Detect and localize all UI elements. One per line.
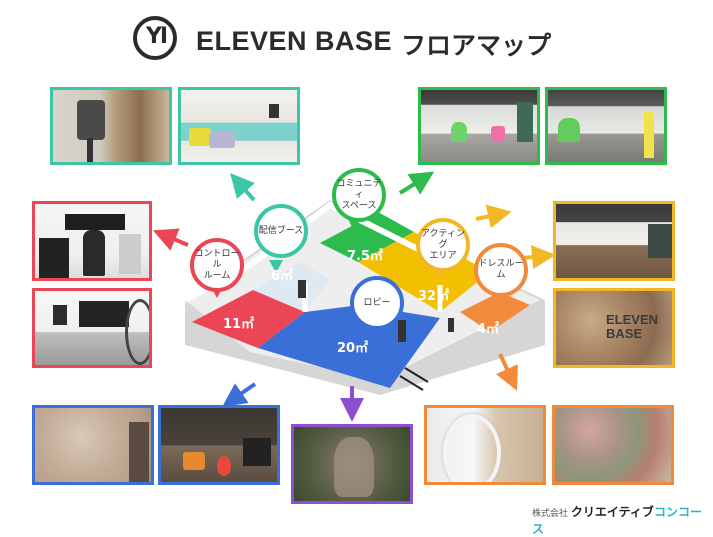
entrance-arrow-2 bbox=[399, 375, 424, 391]
photo-stream-booth-1 bbox=[50, 87, 172, 165]
company-name-a: クリエイティブ bbox=[570, 505, 654, 519]
zone-community bbox=[320, 212, 414, 262]
area-lobby: 20㎡ bbox=[337, 341, 369, 356]
bubble-control-room: コントロール ルーム bbox=[190, 238, 244, 292]
photo-lobby-1 bbox=[32, 405, 154, 485]
area-dress-room: 4㎡ bbox=[477, 322, 500, 337]
brand-name: ELEVEN BASE bbox=[196, 26, 393, 56]
arrow-dress bbox=[496, 353, 518, 391]
photo-acting-area-1 bbox=[553, 201, 675, 281]
arrow-control bbox=[152, 228, 189, 251]
bubble-community: コミュニティ スペース bbox=[332, 168, 386, 222]
door-1 bbox=[298, 280, 306, 298]
zone-dress-room bbox=[460, 292, 530, 332]
label-acting-area: アクティング エリア bbox=[420, 228, 465, 261]
photo-sign-text: ELEVEN BASE bbox=[606, 312, 659, 341]
photo-lobby-2 bbox=[158, 405, 280, 485]
arrow-community bbox=[398, 171, 435, 195]
area-community: 7.5㎡ bbox=[347, 249, 384, 264]
bubble-stream-booth: 配信ブース bbox=[254, 204, 308, 258]
label-lobby: ロビー bbox=[363, 297, 391, 308]
arrow-acting-1 bbox=[475, 204, 512, 229]
zone-lobby bbox=[258, 305, 440, 388]
header: YI ELEVEN BASE フロアマップ bbox=[0, 8, 713, 66]
photo-lobby-wall bbox=[291, 424, 413, 504]
logo-icon bbox=[133, 16, 177, 60]
label-community: コミュニティ スペース bbox=[336, 178, 382, 211]
zone-acting-area bbox=[358, 232, 490, 312]
label-control-room: コントロール ルーム bbox=[194, 248, 240, 281]
photo-dress-room-1 bbox=[424, 405, 546, 485]
logo-mark: YI bbox=[145, 24, 168, 49]
label-stream-booth: 配信ブース bbox=[258, 225, 304, 236]
area-stream-booth: 6㎡ bbox=[271, 269, 294, 284]
area-control-room: 11㎡ bbox=[223, 317, 255, 332]
area-acting-area: 32㎡ bbox=[418, 289, 450, 304]
photo-community-1 bbox=[418, 87, 540, 165]
photo-control-room-2 bbox=[32, 288, 152, 368]
company-credit: 株式会社 クリエイティブコンコース bbox=[532, 503, 713, 537]
arrow-lobby bbox=[222, 382, 257, 407]
door-3 bbox=[448, 318, 454, 332]
bubble-lobby: ロビー bbox=[350, 276, 404, 330]
page-title: フロアマップ bbox=[401, 31, 552, 60]
label-dress-room: ドレスルーム bbox=[478, 259, 524, 280]
company-name-b: コンコース bbox=[532, 505, 702, 536]
arrow-acting-2 bbox=[521, 245, 556, 270]
company-prefix: 株式会社 bbox=[532, 509, 569, 519]
photo-stream-booth-2 bbox=[178, 87, 300, 165]
door-2 bbox=[398, 320, 406, 342]
bubble-dress-room: ドレスルーム bbox=[474, 243, 528, 297]
photo-control-room-1 bbox=[32, 201, 152, 281]
bubble-acting-area: アクティング エリア bbox=[416, 218, 470, 272]
pointer-lobby bbox=[369, 330, 383, 343]
zone-stream-booth bbox=[253, 262, 330, 312]
arrow-stream bbox=[230, 173, 256, 202]
entrance-arrow bbox=[404, 367, 429, 383]
pointer-stream bbox=[269, 260, 283, 273]
photo-community-2 bbox=[545, 87, 667, 165]
photo-acting-area-2: ELEVEN BASE bbox=[553, 288, 675, 368]
zone-control-room bbox=[192, 290, 305, 348]
photo-dress-room-2 bbox=[552, 405, 674, 485]
